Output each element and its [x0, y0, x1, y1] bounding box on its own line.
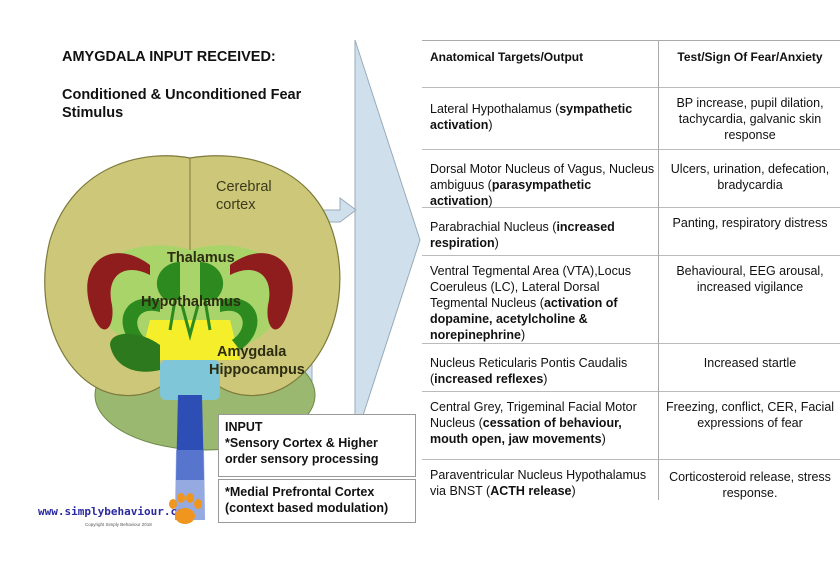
target-text: Paraventricular Nucleus Hypothalamus via…	[430, 468, 647, 498]
cerebral-label: Cerebral	[216, 179, 272, 195]
target-effect: increased reflexes	[434, 372, 544, 386]
table-row: Lateral Hypothalamus (sympathetic activa…	[422, 87, 840, 150]
table-row: Nucleus Reticularis Pontis Caudalis (inc…	[422, 343, 840, 392]
midbrain-lightblue	[160, 360, 220, 400]
target-text: Parabrachial Nucleus (	[430, 220, 557, 234]
test-cell: Increased startle	[703, 356, 797, 370]
cortex-label: cortex	[216, 197, 256, 213]
target-effect: parasympathetic activation	[430, 178, 592, 208]
fornix	[168, 299, 212, 341]
logo-copyright: Copyright Simply Behaviour 2018	[85, 522, 152, 527]
target-effect: increased respiration	[430, 220, 615, 250]
target-cell: Lateral Hypothalamus (sympathetic activa…	[430, 101, 656, 133]
target-cell: Dorsal Motor Nucleus of Vagus, Nucleus a…	[430, 161, 656, 209]
target-cell: Paraventricular Nucleus Hypothalamus via…	[430, 467, 656, 499]
input-title: INPUT	[225, 420, 263, 434]
target-text: Central Grey, Trigeminal Facial Motor Nu…	[430, 400, 637, 430]
column-divider	[658, 40, 659, 500]
paw-icon	[169, 493, 202, 524]
table-header-row: Anatomical Targets/Output Test/Sign Of F…	[422, 41, 840, 88]
green-arc-right	[220, 298, 258, 350]
table-row: Central Grey, Trigeminal Facial Motor Nu…	[422, 391, 840, 460]
big-chevron-arrow	[354, 39, 421, 441]
test-cell: Ulcers, urination, defecation, bradycard…	[670, 162, 830, 192]
table-row: Parabrachial Nucleus (increased respirat…	[422, 207, 840, 256]
table-row: Paraventricular Nucleus Hypothalamus via…	[422, 459, 840, 501]
amygdala-darkgreen	[110, 333, 160, 372]
target-text: Ventral Tegmental Area (VTA),Locus Coeru…	[430, 264, 632, 310]
target-close: )	[494, 236, 499, 250]
test-cell: Freezing, conflict, CER, Facial expressi…	[665, 400, 835, 430]
red-structure-left	[87, 253, 150, 330]
table-row: Ventral Tegmental Area (VTA),Locus Coeru…	[422, 255, 840, 344]
target-text: Nucleus Reticularis Pontis Caudalis (	[430, 356, 628, 386]
target-close: )	[488, 118, 493, 132]
limbic-lightgreen	[97, 245, 283, 360]
header-target: Anatomical Targets/Output	[430, 50, 584, 64]
thalamus-left	[156, 262, 180, 300]
hippocampus-label: Hippocampus	[209, 362, 305, 378]
target-close: )	[520, 328, 526, 342]
target-close: )	[543, 372, 548, 386]
input-box-prefrontal: *Medial Prefrontal Cortex (context based…	[218, 479, 416, 523]
input-sensory-text: *Sensory Cortex & Higher order sensory p…	[225, 436, 379, 466]
test-cell: Panting, respiratory distress	[672, 216, 828, 230]
target-cell: Nucleus Reticularis Pontis Caudalis (inc…	[430, 355, 656, 387]
logo-url: www.simplybehaviour.com	[38, 505, 191, 518]
hypothalamus-label: Hypothalamus	[141, 294, 241, 310]
target-effect: cessation of behaviour, mouth open, jaw …	[430, 416, 622, 446]
amygdala-label: Amygdala	[217, 344, 287, 360]
red-structure-right	[230, 253, 293, 330]
target-effect: activation of dopamine, acetylcholine & …	[430, 296, 618, 342]
target-effect: ACTH release	[490, 484, 572, 498]
input-prefrontal-text: *Medial Prefrontal Cortex (context based…	[225, 485, 389, 515]
target-close: )	[488, 194, 493, 208]
target-cell: Ventral Tegmental Area (VTA),Locus Coeru…	[430, 263, 656, 343]
heading-amygdala-input: AMYGDALA INPUT RECEIVED:	[62, 49, 276, 65]
test-cell: BP increase, pupil dilation, tachycardia…	[676, 96, 824, 142]
target-close: )	[571, 484, 576, 498]
table-row: Dorsal Motor Nucleus of Vagus, Nucleus a…	[422, 149, 840, 208]
header-test: Test/Sign Of Fear/Anxiety	[677, 50, 823, 64]
test-cell: Behavioural, EEG arousal, increased vigi…	[676, 264, 824, 294]
target-cell: Central Grey, Trigeminal Facial Motor Nu…	[430, 399, 656, 447]
target-close: )	[601, 432, 606, 446]
brain-illustration	[44, 155, 341, 520]
target-effect: sympathetic activation	[430, 102, 633, 132]
test-cell: Corticosteroid release, stress response.	[669, 470, 831, 500]
heading-fear-stimulus: Conditioned & Unconditioned Fear Stimulu…	[62, 87, 302, 121]
target-text: Lateral Hypothalamus (	[430, 102, 560, 116]
thalamus-label: Thalamus	[167, 250, 235, 266]
thalamus-right	[200, 262, 224, 300]
target-cell: Parabrachial Nucleus (increased respirat…	[430, 219, 656, 251]
output-table: Anatomical Targets/Output Test/Sign Of F…	[422, 40, 840, 501]
input-box-sensory: INPUT *Sensory Cortex & Higher order sen…	[218, 414, 416, 477]
target-text: Dorsal Motor Nucleus of Vagus, Nucleus a…	[430, 162, 655, 192]
